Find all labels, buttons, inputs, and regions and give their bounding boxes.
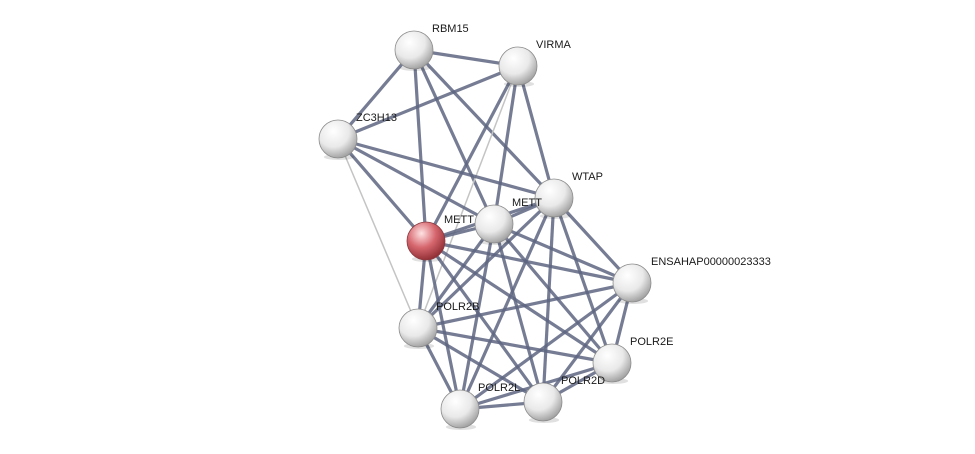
node-virma[interactable] — [498, 46, 538, 87]
node-label-zc3h13: ZC3H13 — [356, 112, 397, 124]
node-label-mettl14: METT — [512, 197, 542, 209]
node-label-ensahap00000023333: ENSAHAP00000023333 — [651, 256, 771, 268]
node-ensahap00000023333[interactable] — [612, 263, 652, 304]
node-zc3h13[interactable] — [318, 119, 358, 160]
node-ball[interactable] — [398, 308, 438, 348]
edge-virma-zc3h13 — [337, 64, 519, 141]
node-ball[interactable] — [440, 389, 480, 429]
node-label-rbm15: RBM15 — [432, 23, 469, 35]
edge-rbm15-wtap — [412, 48, 556, 200]
node-label-polr2e: POLR2E — [630, 336, 673, 348]
node-ball[interactable] — [474, 204, 514, 244]
edge-polr2b-polr2e — [417, 326, 613, 365]
node-label-wtap: WTAP — [572, 171, 603, 183]
node-ball[interactable] — [318, 119, 358, 159]
edge-wtap-polr2l — [458, 197, 556, 410]
node-label-mettl3: METT — [444, 214, 474, 226]
edge-mettl3-polr2d — [424, 240, 545, 403]
node-label-virma: VIRMA — [536, 39, 572, 51]
edge-mettl3-ensahap00000023333 — [425, 239, 633, 285]
node-ball[interactable] — [612, 263, 652, 303]
edge-zc3h13-wtap — [337, 137, 555, 200]
node-ball[interactable] — [592, 343, 632, 383]
edge-ensahap00000023333-polr2l — [459, 281, 633, 411]
node-polr2l[interactable] — [440, 389, 480, 430]
node-ball[interactable] — [406, 221, 446, 261]
edge-rbm15-mettl3 — [412, 49, 428, 242]
node-label-polr2b: POLR2B — [436, 301, 479, 313]
edge-mettl14-ensahap00000023333 — [493, 222, 633, 285]
node-mettl3[interactable] — [406, 221, 446, 262]
edge-zc3h13-mettl3 — [336, 137, 428, 243]
edge-virma-wtap — [516, 65, 556, 199]
edge-mettl14-polr2b — [416, 223, 496, 329]
edge-mettl3-polr2e — [425, 239, 613, 365]
node-ball[interactable] — [523, 382, 563, 422]
node-wtap[interactable] — [534, 178, 574, 219]
edge-wtap-polr2e — [552, 197, 614, 364]
edge-rbm15-zc3h13 — [336, 48, 416, 141]
node-ball[interactable] — [534, 178, 574, 218]
edge-mettl14-polr2d — [492, 223, 545, 403]
edge-ensahap00000023333-polr2d — [541, 282, 634, 403]
node-polr2e[interactable] — [592, 343, 632, 384]
edge-virma-mettl14 — [492, 65, 520, 225]
node-mettl14[interactable] — [474, 204, 514, 245]
node-ball[interactable] — [394, 30, 434, 70]
edge-zc3h13-mettl14 — [337, 137, 495, 226]
node-rbm15[interactable] — [394, 30, 434, 71]
node-label-polr2l: POLR2L — [478, 382, 520, 394]
edge-mettl3-polr2l — [424, 240, 462, 410]
edge-rbm15-mettl14 — [412, 49, 496, 225]
node-ball[interactable] — [498, 46, 538, 86]
edge-ensahap00000023333-polr2b — [417, 281, 633, 330]
node-layer — [318, 30, 652, 430]
node-polr2d[interactable] — [523, 382, 563, 423]
edge-zc3h13-polr2b — [337, 138, 419, 329]
edge-virma-mettl3 — [424, 65, 520, 242]
edge-mettl14-polr2e — [492, 222, 614, 365]
node-label-polr2d: POLR2D — [561, 375, 605, 387]
node-polr2b[interactable] — [398, 308, 438, 349]
